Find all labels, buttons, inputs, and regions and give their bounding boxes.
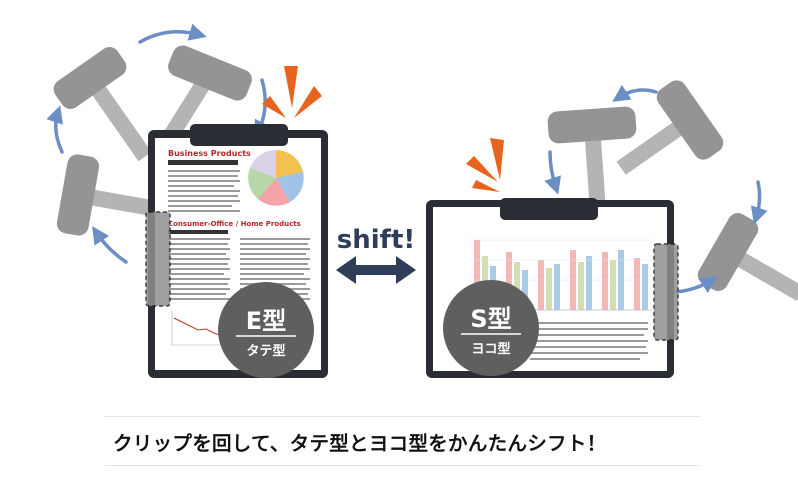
- caption-bar: クリップを回して、タテ型とヨコ型をかんたんシフト！: [105, 416, 700, 466]
- left-rotating-clips: [53, 45, 252, 236]
- doc-subtitle: Consumer-Office / Home Products: [168, 220, 301, 228]
- right-rotation-arrows: [544, 84, 768, 294]
- landscape-type-tag: S型 ヨコ型: [443, 280, 539, 376]
- doc-pie-chart: [248, 150, 304, 206]
- double-arrow-icon: [336, 256, 416, 284]
- right-rotating-clips: [547, 80, 798, 301]
- left-accent-burst: [262, 66, 322, 118]
- shift-label: shift!: [337, 225, 416, 255]
- shift-indicator: shift!: [336, 225, 416, 284]
- doc-title: Business Products: [168, 149, 251, 158]
- right-accent-burst: [466, 138, 504, 192]
- illustration: Business Products Consumer-Office / Home…: [46, 23, 798, 378]
- caption-text: クリップを回して、タテ型とヨコ型をかんたんシフト！: [113, 431, 607, 455]
- portrait-tag-sub: タテ型: [246, 343, 285, 359]
- landscape-tag-main: S型: [470, 305, 511, 333]
- doc-bar-chart: [468, 239, 652, 311]
- portrait-type-tag: E型 タテ型: [218, 282, 314, 378]
- landscape-tag-sub: ヨコ型: [471, 341, 510, 357]
- portrait-tag-main: E型: [246, 307, 286, 335]
